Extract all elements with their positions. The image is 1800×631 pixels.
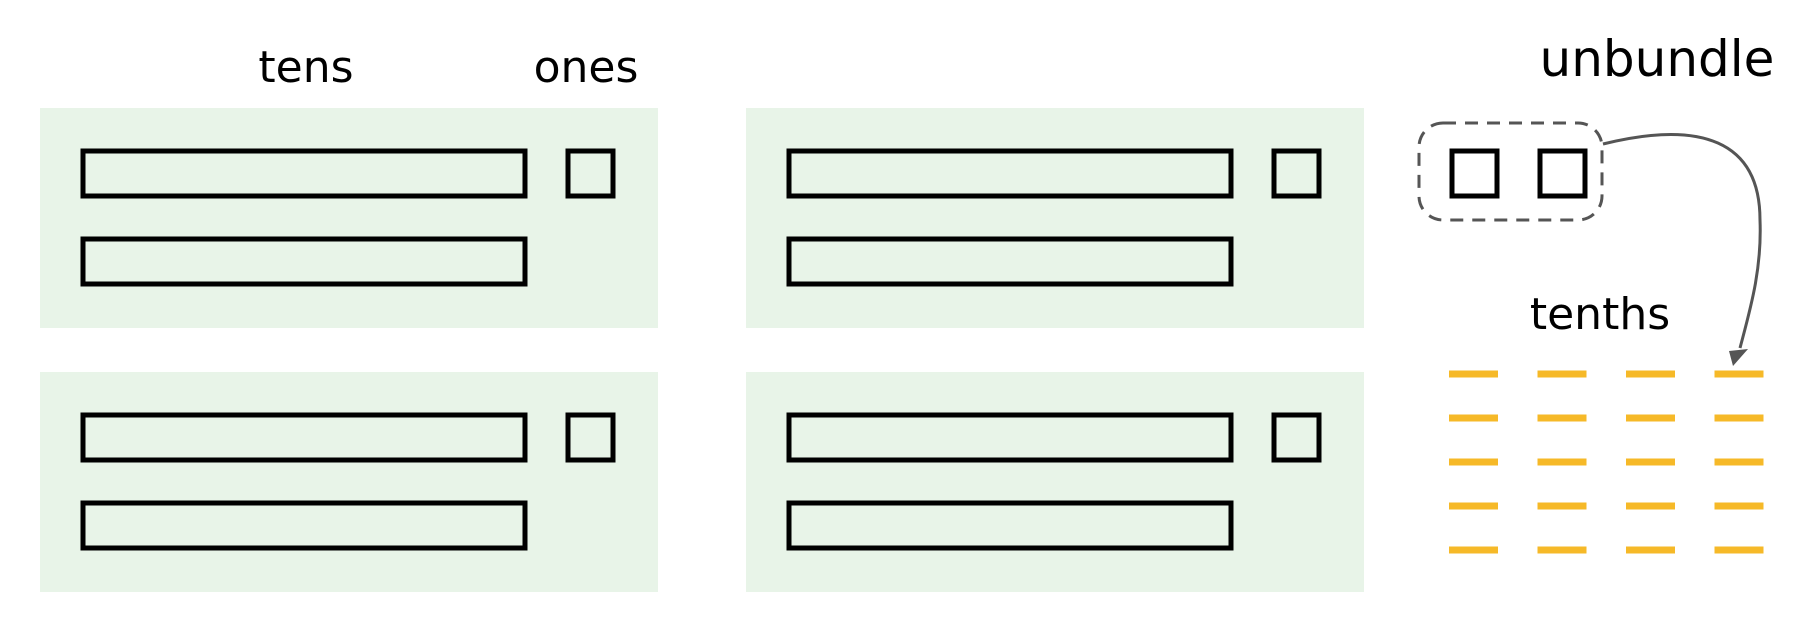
ten-rod bbox=[786, 500, 1234, 551]
tens-ones-group bbox=[746, 372, 1364, 592]
groups bbox=[40, 108, 1364, 592]
group-background bbox=[40, 108, 658, 328]
ten-rod bbox=[786, 412, 1234, 463]
unbundled-one-cube bbox=[1449, 148, 1500, 199]
arrowhead-icon bbox=[1729, 349, 1748, 366]
curved-arrow-icon bbox=[1602, 133, 1762, 349]
group-background bbox=[746, 372, 1364, 592]
tenths-label: tenths bbox=[1530, 289, 1670, 340]
unbundle-selection-outline bbox=[1417, 121, 1604, 222]
one-cube bbox=[565, 412, 616, 463]
ten-rod bbox=[80, 500, 528, 551]
ones-label: ones bbox=[534, 42, 639, 93]
tens-ones-group bbox=[746, 108, 1364, 328]
one-cube bbox=[1271, 148, 1322, 199]
one-cube bbox=[1271, 412, 1322, 463]
one-cube bbox=[565, 148, 616, 199]
tens-ones-group bbox=[40, 108, 658, 328]
tens-label: tens bbox=[258, 42, 353, 93]
unbundled-one-cube bbox=[1537, 148, 1588, 199]
ten-rod bbox=[80, 236, 528, 287]
tens-ones-group bbox=[40, 372, 658, 592]
ten-rod bbox=[80, 148, 528, 199]
ten-rod bbox=[80, 412, 528, 463]
unbundle-label: unbundle bbox=[1540, 30, 1775, 88]
group-background bbox=[40, 372, 658, 592]
unbundled-ones bbox=[1449, 148, 1588, 199]
group-background bbox=[746, 108, 1364, 328]
tenths-grid bbox=[1449, 370, 1764, 554]
ten-rod bbox=[786, 148, 1234, 199]
ten-rod bbox=[786, 236, 1234, 287]
